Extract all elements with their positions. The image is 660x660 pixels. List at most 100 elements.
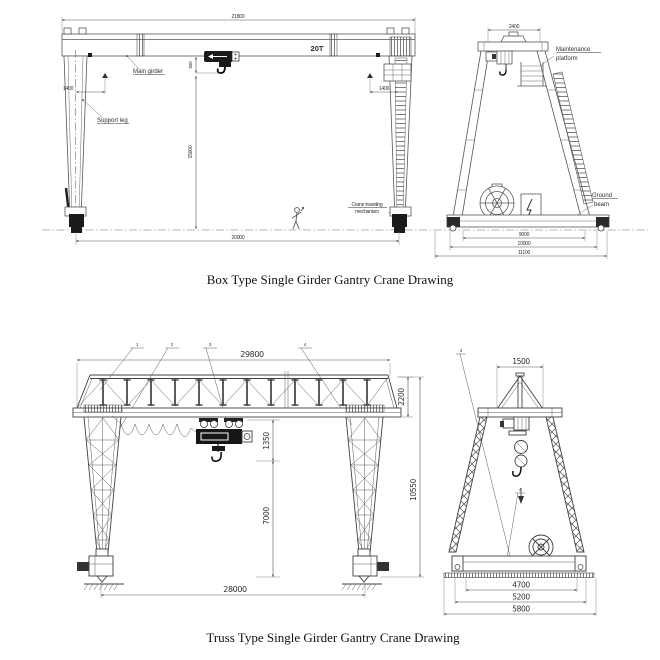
box-crane-front-view: 21800 20T	[42, 14, 648, 245]
truss-hoist-trolley	[111, 415, 253, 462]
maintenance-platform-callout: Maintenance platform	[539, 47, 601, 67]
dim-29800: 29800	[240, 350, 264, 359]
dim-10550: 10550	[409, 478, 418, 500]
truss-crane-side-view: 1500	[443, 348, 597, 616]
dim-20000: 20000	[232, 235, 245, 241]
platform-label-line1: Maintenance	[556, 47, 591, 53]
truss-side-dims: 4700 5200 5800	[443, 578, 597, 616]
left-leg-saddle	[83, 404, 123, 413]
dim-15000: 15000	[188, 145, 194, 158]
festoon-cable	[111, 415, 197, 437]
truss-side-legs	[448, 416, 585, 553]
hook-travel-arrow-icon	[518, 496, 524, 504]
ground-hatch	[341, 583, 377, 591]
truss-front-dim-clearance: 7000	[256, 460, 280, 578]
callout-a: 4	[460, 348, 463, 353]
truss-left-wheel-unit	[77, 548, 124, 591]
rail-strip	[443, 572, 595, 578]
access-ladder	[552, 71, 594, 205]
travel-arrow-icon	[208, 54, 213, 59]
truss-front-dim-total-height: 10550	[380, 376, 424, 578]
dim-850: 850	[188, 61, 193, 69]
box-side-dim-width-top: 2400	[487, 24, 541, 42]
truss-front-dim-span-top: 29800	[76, 350, 391, 407]
box-front-dim-span-rail: 20000	[75, 232, 400, 245]
cable-reel	[479, 183, 515, 221]
truss-side-hoist	[500, 416, 530, 504]
truss-right-wheel-unit	[341, 548, 389, 591]
right-leg-saddle	[345, 404, 385, 413]
truss-front-dim-span-rail: 28000	[100, 583, 366, 598]
lightning-bolt-icon	[526, 198, 533, 220]
support-leg-label: Support leg	[97, 118, 128, 124]
hook-icon	[512, 466, 522, 477]
dim-11100: 11100	[518, 250, 531, 256]
truss-side-dim-width-top: 1500	[496, 357, 544, 408]
capacity-label: 20T	[311, 44, 324, 53]
dim-7000: 7000	[262, 507, 271, 525]
box-crane-side-view: 2400	[434, 24, 618, 259]
box-front-dim-leg-offset-left: 1400	[63, 73, 108, 94]
truss-crane-drawing: 29800 1 2 3 4	[72, 342, 597, 645]
leg-platform	[383, 63, 412, 82]
support-leg-callout: Support leg	[82, 99, 129, 124]
truss-girder	[72, 371, 402, 418]
callout-4: 4	[304, 342, 307, 347]
dim-1500: 1500	[512, 357, 530, 366]
dim-5800: 5800	[512, 605, 530, 614]
truss-crane-front-view: 29800 1 2 3 4	[72, 342, 424, 598]
dim-21800: 21800	[232, 14, 245, 20]
truss-side-apex	[477, 372, 563, 418]
hook-icon	[499, 69, 507, 76]
box-front-dim-leg-offset-right: 1400	[367, 73, 399, 94]
human-figure	[291, 206, 305, 230]
buffer-stops	[63, 27, 410, 35]
ground-beam	[446, 214, 610, 232]
dim-4700: 4700	[512, 581, 530, 590]
callout-1: 1	[136, 342, 139, 347]
truss-front-dim-hoist: 1350	[247, 419, 280, 462]
box-side-girder-section	[477, 31, 549, 52]
callout-2: 2	[171, 342, 174, 347]
dim-10000: 10000	[518, 241, 531, 247]
box-left-wheel-bogie	[64, 206, 87, 233]
dim-5200: 5200	[512, 593, 530, 602]
box-front-dim-hoist: 850	[188, 56, 218, 74]
truss-right-leg	[345, 416, 384, 554]
dim-1350: 1350	[262, 432, 271, 450]
main-girder-label: Main girder	[133, 69, 163, 75]
travel-label-line1: Crane traveling	[352, 202, 383, 208]
callout-3: 3	[209, 342, 212, 347]
dim-9000: 9000	[519, 232, 530, 238]
level-marker-icon	[367, 73, 373, 78]
truss-crane-caption: Truss Type Single Girder Gantry Crane Dr…	[206, 630, 460, 645]
box-hoist-trolley	[204, 51, 240, 74]
platform-label-line2: platform	[556, 56, 578, 62]
leg-top-stiffener	[389, 36, 412, 57]
box-side-hoist	[485, 50, 513, 76]
ground-beam-callout: Ground beam	[576, 193, 618, 216]
box-crane-drawing: 21800 20T	[42, 14, 648, 287]
box-front-dim-span-top: 21800	[61, 14, 416, 34]
callout-b: 4	[519, 487, 522, 492]
dim-2200: 2200	[397, 388, 406, 406]
dim-1400-right: 1400	[379, 86, 390, 92]
ground-beam-label-line2: beam	[594, 202, 609, 208]
dim-2400: 2400	[509, 24, 520, 30]
box-crane-caption: Box Type Single Girder Gantry Crane Draw…	[207, 272, 454, 287]
travel-label-line2: mechanism	[355, 209, 379, 215]
box-left-support-leg	[63, 50, 88, 222]
box-right-support-leg	[383, 36, 413, 219]
hook-icon	[211, 451, 222, 462]
box-side-dims: 9000 10000 11100	[434, 231, 608, 259]
truss-side-callouts: 4 4	[456, 348, 525, 561]
box-front-dim-height: 15000	[188, 75, 198, 230]
dim-1400-left: 1400	[63, 86, 74, 92]
hook-icon	[216, 66, 226, 74]
truss-cable-reel	[528, 534, 554, 560]
box-right-wheel-bogie	[389, 206, 412, 233]
level-marker-icon	[102, 73, 108, 78]
main-girder-callout: Main girder	[126, 55, 165, 75]
